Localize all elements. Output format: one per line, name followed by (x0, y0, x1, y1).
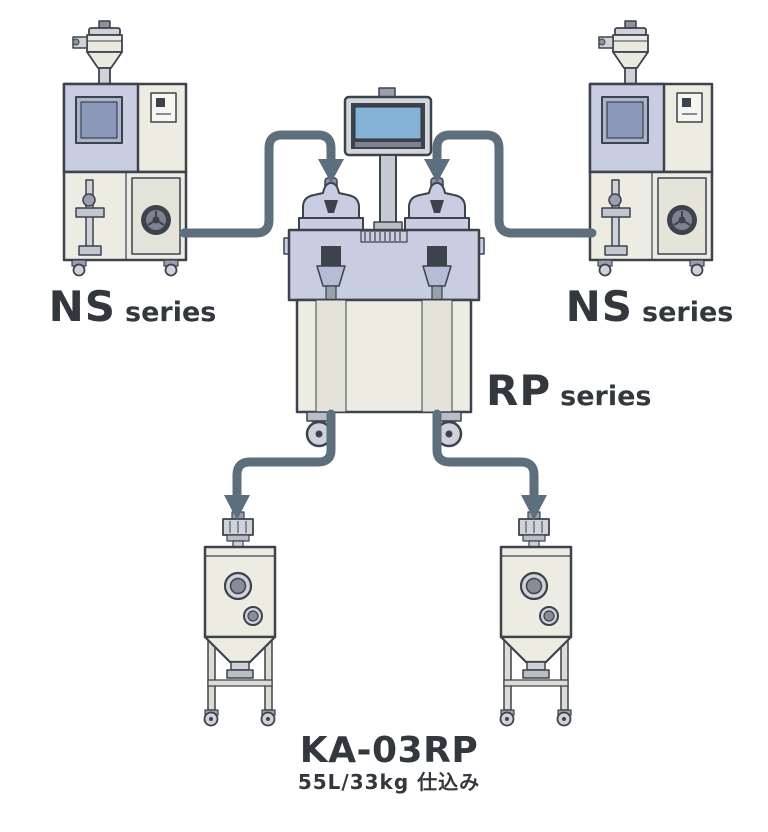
ka-machine-left (203, 510, 277, 727)
ns-machine-left (62, 19, 188, 277)
rp-machine (283, 87, 485, 448)
rp-label-sub: series (560, 381, 652, 412)
display-screen (354, 106, 422, 140)
arrowhead-rp-left-inlet (318, 159, 344, 183)
arrow-ns-left-to-rp (179, 130, 336, 238)
arrowhead-ka-right (521, 495, 547, 520)
flow-arrowheads (224, 159, 547, 520)
ka-machine-right (499, 510, 573, 727)
ns-machine-right (588, 19, 714, 277)
rp-label-main: RP (486, 366, 552, 415)
ka-capacity-label: 55L/33kg 仕込み (297, 770, 481, 794)
ns-left-label-sub: series (125, 297, 217, 328)
flow-arrows (179, 130, 597, 503)
vent-louver (360, 230, 408, 243)
arrowhead-ka-left (224, 495, 250, 520)
ns-right-label-sub: series (642, 297, 734, 328)
ns-left-label-main: NS (48, 282, 117, 331)
ka-model-label: KA-03RP (299, 730, 479, 771)
arrow-ns-right-to-rp (432, 130, 597, 238)
arrow-rp-to-ka-left (232, 409, 336, 503)
rp-inlet-left (298, 177, 364, 231)
ns-right-label-main: NS (565, 282, 634, 331)
display-keys (355, 142, 421, 147)
arrowhead-rp-right-inlet (424, 159, 450, 183)
arrow-rp-to-ka-right (432, 409, 539, 503)
rp-inlet-right (404, 177, 470, 231)
